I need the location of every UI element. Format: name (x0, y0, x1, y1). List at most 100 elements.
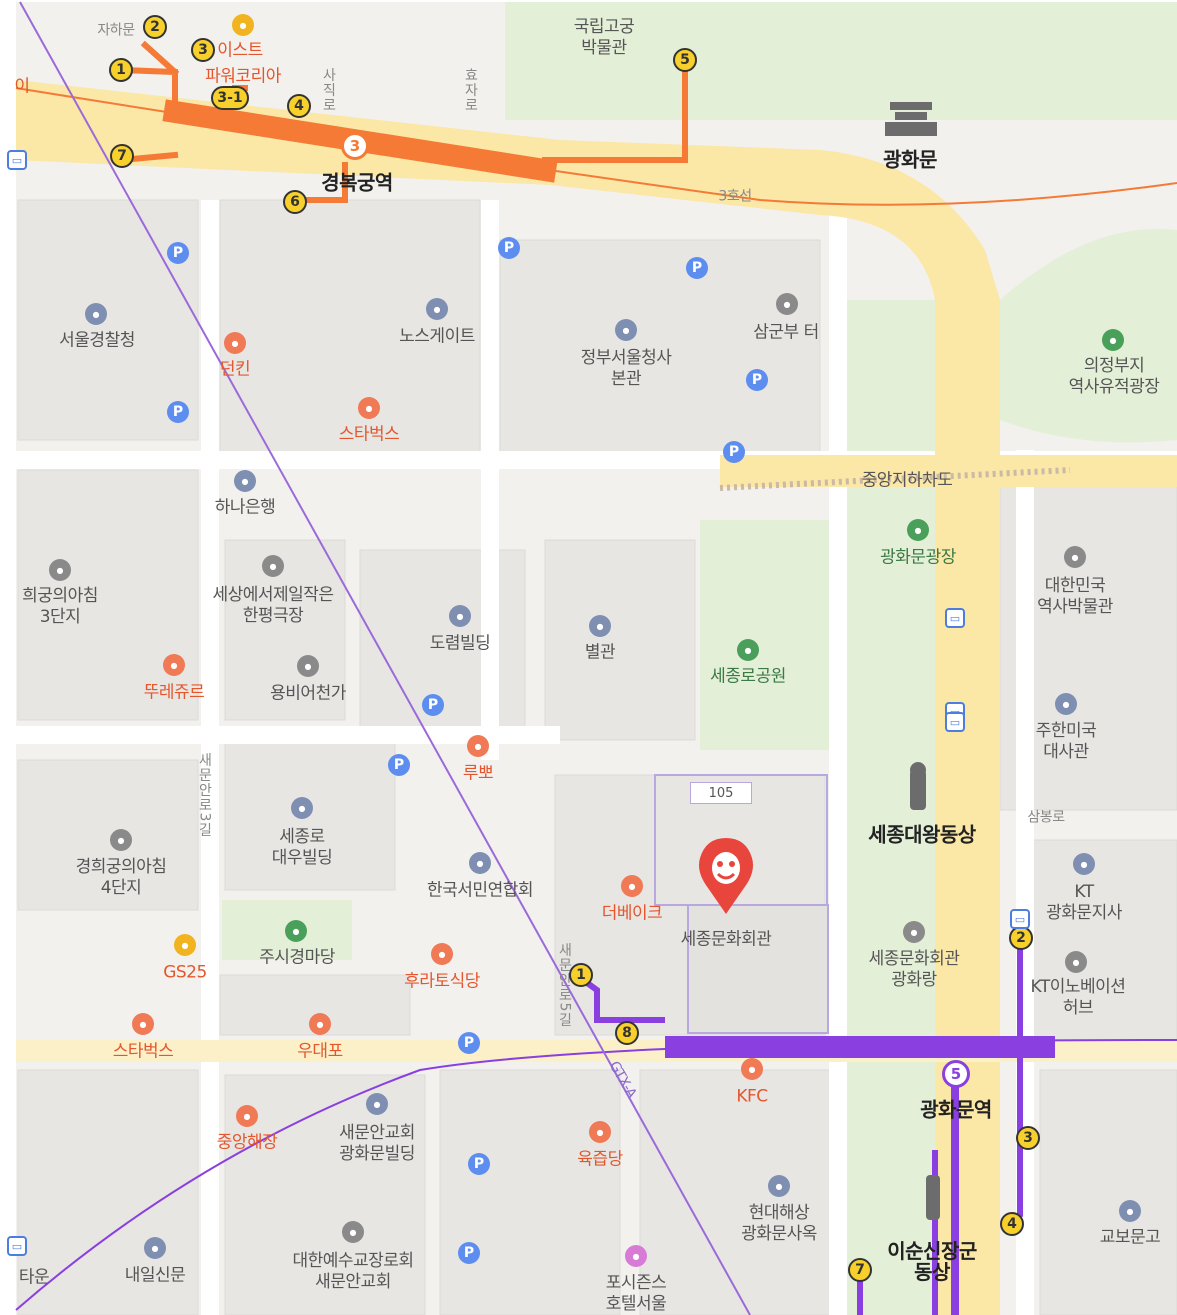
label-gwanghwamun_gate: 광화문 (883, 147, 937, 172)
office-icon[interactable]: ● (1065, 951, 1087, 973)
parking-icon[interactable]: P (686, 257, 708, 279)
station-name-gyeongbokgung[interactable]: 경복궁역 (321, 170, 393, 195)
label-kt_hub: KT이노베이션 허브 (1030, 977, 1126, 1018)
restaurant-icon[interactable]: ● (589, 1121, 611, 1143)
exit-12[interactable]: 3 (1016, 1126, 1040, 1150)
embassy-icon[interactable]: ● (1055, 693, 1077, 715)
park-icon[interactable]: ● (285, 920, 307, 942)
landmark-icon[interactable]: ● (297, 655, 319, 677)
bakery-icon[interactable]: ● (621, 875, 643, 897)
restaurant-icon[interactable]: ● (309, 1013, 331, 1035)
exit-9[interactable]: 1 (569, 963, 593, 987)
exit-7[interactable]: 6 (283, 190, 307, 214)
convenience-icon[interactable]: ● (174, 934, 196, 956)
label-saemunan3: 새문안로3길 (196, 752, 213, 838)
gallery-icon[interactable]: ● (903, 921, 925, 943)
office-icon[interactable]: ● (1073, 853, 1095, 875)
label-kt: KT 광화문지사 (1046, 882, 1122, 923)
theater-icon[interactable]: ● (262, 555, 284, 577)
parking-icon[interactable]: P (167, 401, 189, 423)
exit-8[interactable]: 7 (110, 144, 134, 168)
church-icon[interactable]: ● (366, 1093, 388, 1115)
exit-11[interactable]: 2 (1009, 926, 1033, 950)
bus-stop-icon[interactable]: ▭ (7, 150, 27, 170)
office-icon[interactable]: ● (426, 298, 448, 320)
parking-icon[interactable]: P (458, 1242, 480, 1264)
cafe-icon[interactable]: ● (224, 332, 246, 354)
label-hyundai: 현대해상 광화문사옥 (741, 1203, 817, 1244)
park-icon[interactable]: ● (1102, 329, 1124, 351)
label-saemunan5: 새문안로5길 (556, 942, 573, 1028)
shopping-icon[interactable]: ● (232, 14, 254, 36)
label-yongbi: 용비어천가 (270, 683, 346, 704)
apartment-icon[interactable]: ● (49, 559, 71, 581)
label-tower: 타운 (18, 1267, 50, 1288)
station-name-gwanghwamun[interactable]: 광화문역 (920, 1097, 992, 1122)
bakery-icon[interactable]: ● (163, 654, 185, 676)
exit-1[interactable]: 1 (109, 58, 133, 82)
cafe-icon[interactable]: ● (358, 397, 380, 419)
station-badge-gyeongbokgung[interactable]: 3 (341, 132, 369, 160)
parking-icon[interactable]: P (723, 441, 745, 463)
exit-13[interactable]: 4 (1000, 1212, 1024, 1236)
gtx-a-track (19, 1, 751, 1315)
label-annex: 별관 (584, 642, 616, 663)
restaurant-icon[interactable]: ● (467, 735, 489, 757)
hotel-icon[interactable]: ● (625, 1245, 647, 1267)
label-starbucks2: 스타벅스 (112, 1041, 174, 1062)
exit-6[interactable]: 5 (673, 48, 697, 72)
office-icon[interactable]: ● (768, 1175, 790, 1197)
flag-icon[interactable]: ● (776, 293, 798, 315)
parking-icon[interactable]: P (167, 242, 189, 264)
label-theater: 세상에서제일작은 한평극장 (212, 585, 334, 626)
office-icon[interactable]: ● (449, 605, 471, 627)
parking-icon[interactable]: P (388, 754, 410, 776)
fastfood-icon[interactable]: ● (741, 1058, 763, 1080)
cafe-icon[interactable]: ● (132, 1013, 154, 1035)
office-icon[interactable]: ● (589, 615, 611, 637)
park-icon[interactable]: ● (907, 519, 929, 541)
parking-icon[interactable]: P (746, 369, 768, 391)
label-museum: 국립고궁 박물관 (573, 17, 635, 58)
label-yukjeom: 육즙당 (577, 1149, 623, 1170)
bus-stop-icon[interactable]: ▭ (1010, 909, 1030, 929)
police-icon[interactable]: ● (85, 303, 107, 325)
label-hura: 후라토식당 (404, 971, 480, 992)
station-badge-gwanghwamun[interactable]: 5 (942, 1060, 970, 1088)
bank-icon[interactable]: ● (234, 470, 256, 492)
exit-5[interactable]: 4 (287, 94, 311, 118)
line3-label: 3호선 (718, 188, 752, 205)
parking-icon[interactable]: P (498, 237, 520, 259)
exit-3[interactable]: 3 (191, 38, 215, 62)
parking-icon[interactable]: P (468, 1153, 490, 1175)
museum-icon[interactable]: ● (1064, 546, 1086, 568)
label-saemunan_church_bld: 새문안교회 광화문빌딩 (339, 1123, 415, 1164)
sejong-center-pin-icon[interactable] (694, 836, 758, 916)
office-icon[interactable]: ● (291, 797, 313, 819)
exit-10[interactable]: 8 (615, 1021, 639, 1045)
label-dunkin: 던킨 (219, 359, 251, 380)
bus-stop-icon[interactable]: ▭ (945, 608, 965, 628)
news-icon[interactable]: ● (144, 1237, 166, 1259)
exit-14[interactable]: 7 (848, 1258, 872, 1282)
exit-2[interactable]: 2 (143, 15, 167, 39)
parking-icon[interactable]: P (422, 694, 444, 716)
label-kfc: KFC (736, 1086, 768, 1107)
park-icon[interactable]: ● (737, 639, 759, 661)
exit-4[interactable]: 3-1 (211, 86, 249, 110)
restaurant-icon[interactable]: ● (431, 943, 453, 965)
apartment-icon[interactable]: ● (110, 829, 132, 851)
restaurant-icon[interactable]: ● (236, 1105, 258, 1127)
bus-stop-icon[interactable]: ▭ (945, 712, 965, 732)
church-icon[interactable]: ● (342, 1221, 364, 1243)
parking-icon[interactable]: P (458, 1032, 480, 1054)
label-sejong_center: 세종문화회관 (680, 929, 772, 950)
label-touslesjours: 뚜레쥬르 (143, 682, 205, 703)
office-icon[interactable]: ● (615, 319, 637, 341)
label-sejong_gallery: 세종문화회관 광화랑 (868, 949, 960, 990)
label-gs25: GS25 (163, 962, 207, 983)
organization-icon[interactable]: ● (469, 852, 491, 874)
bus-stop-icon[interactable]: ▭ (7, 1236, 27, 1256)
bookstore-icon[interactable]: ● (1119, 1200, 1141, 1222)
